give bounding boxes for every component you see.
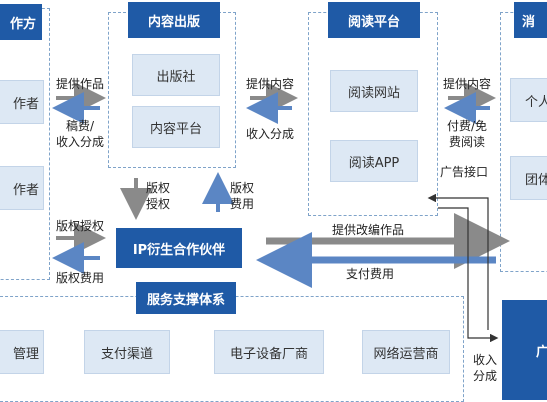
creator-group (0, 8, 50, 280)
consumer-header: 消 (514, 2, 547, 38)
label-income-share-bottom-1: 收入 (472, 353, 497, 367)
service-box-network-operator: 网络运营商 (362, 330, 450, 374)
label-provide-content-2: 提供内容 (442, 77, 491, 91)
label-royalty-line2: 收入分成 (55, 135, 104, 149)
creator-box-1: 作者 (0, 80, 44, 124)
label-payment-fee: 支付费用 (345, 267, 394, 281)
label-provide-works: 提供作品 (55, 77, 104, 91)
reading-platform-header: 阅读平台 (328, 2, 420, 38)
service-box-payment-channel: 支付渠道 (84, 330, 170, 374)
label-ad-interface: 广告接口 (439, 165, 488, 179)
label-copyright-fee-mid-1: 版权 (229, 181, 254, 195)
publishing-box-publisher: 出版社 (132, 54, 220, 96)
publishing-box-content-platform: 内容平台 (132, 106, 220, 148)
consumer-box-individual: 个人 (510, 78, 547, 122)
right-bottom-header: 广 (502, 300, 547, 400)
service-box-management: 管理 (0, 330, 44, 374)
label-copyright-license-mid-2: 授权 (145, 197, 170, 211)
consumer-group (500, 12, 547, 272)
label-income-share-bottom-2: 分成 (472, 369, 497, 383)
service-box-device-maker: 电子设备厂商 (214, 330, 324, 374)
creator-box-2: 作者 (0, 166, 44, 210)
label-provide-content-1: 提供内容 (245, 77, 294, 91)
label-pay-free-line2: 费阅读 (448, 135, 485, 149)
creator-header: 作方 (0, 4, 42, 40)
consumer-box-group: 团体 (510, 156, 547, 200)
label-income-share-1: 收入分成 (245, 127, 294, 141)
label-copyright-fee-left: 版权费用 (55, 271, 104, 285)
reading-box-website: 阅读网站 (330, 70, 418, 112)
label-pay-free-line1: 付费/免 (446, 119, 488, 133)
label-copyright-license-mid-1: 版权 (145, 181, 170, 195)
label-copyright-license-left: 版权授权 (55, 219, 104, 233)
ip-partner-header: IP衍生合作伙伴 (116, 228, 242, 268)
reading-platform-group (308, 12, 438, 216)
reading-box-app: 阅读APP (330, 140, 418, 182)
label-royalty-line1: 稿费/ (65, 119, 95, 133)
label-provide-adapted-works: 提供改编作品 (331, 223, 404, 237)
label-copyright-fee-mid-2: 费用 (229, 197, 254, 211)
services-header: 服务支撑体系 (136, 282, 236, 314)
content-publishing-header: 内容出版 (128, 2, 220, 38)
